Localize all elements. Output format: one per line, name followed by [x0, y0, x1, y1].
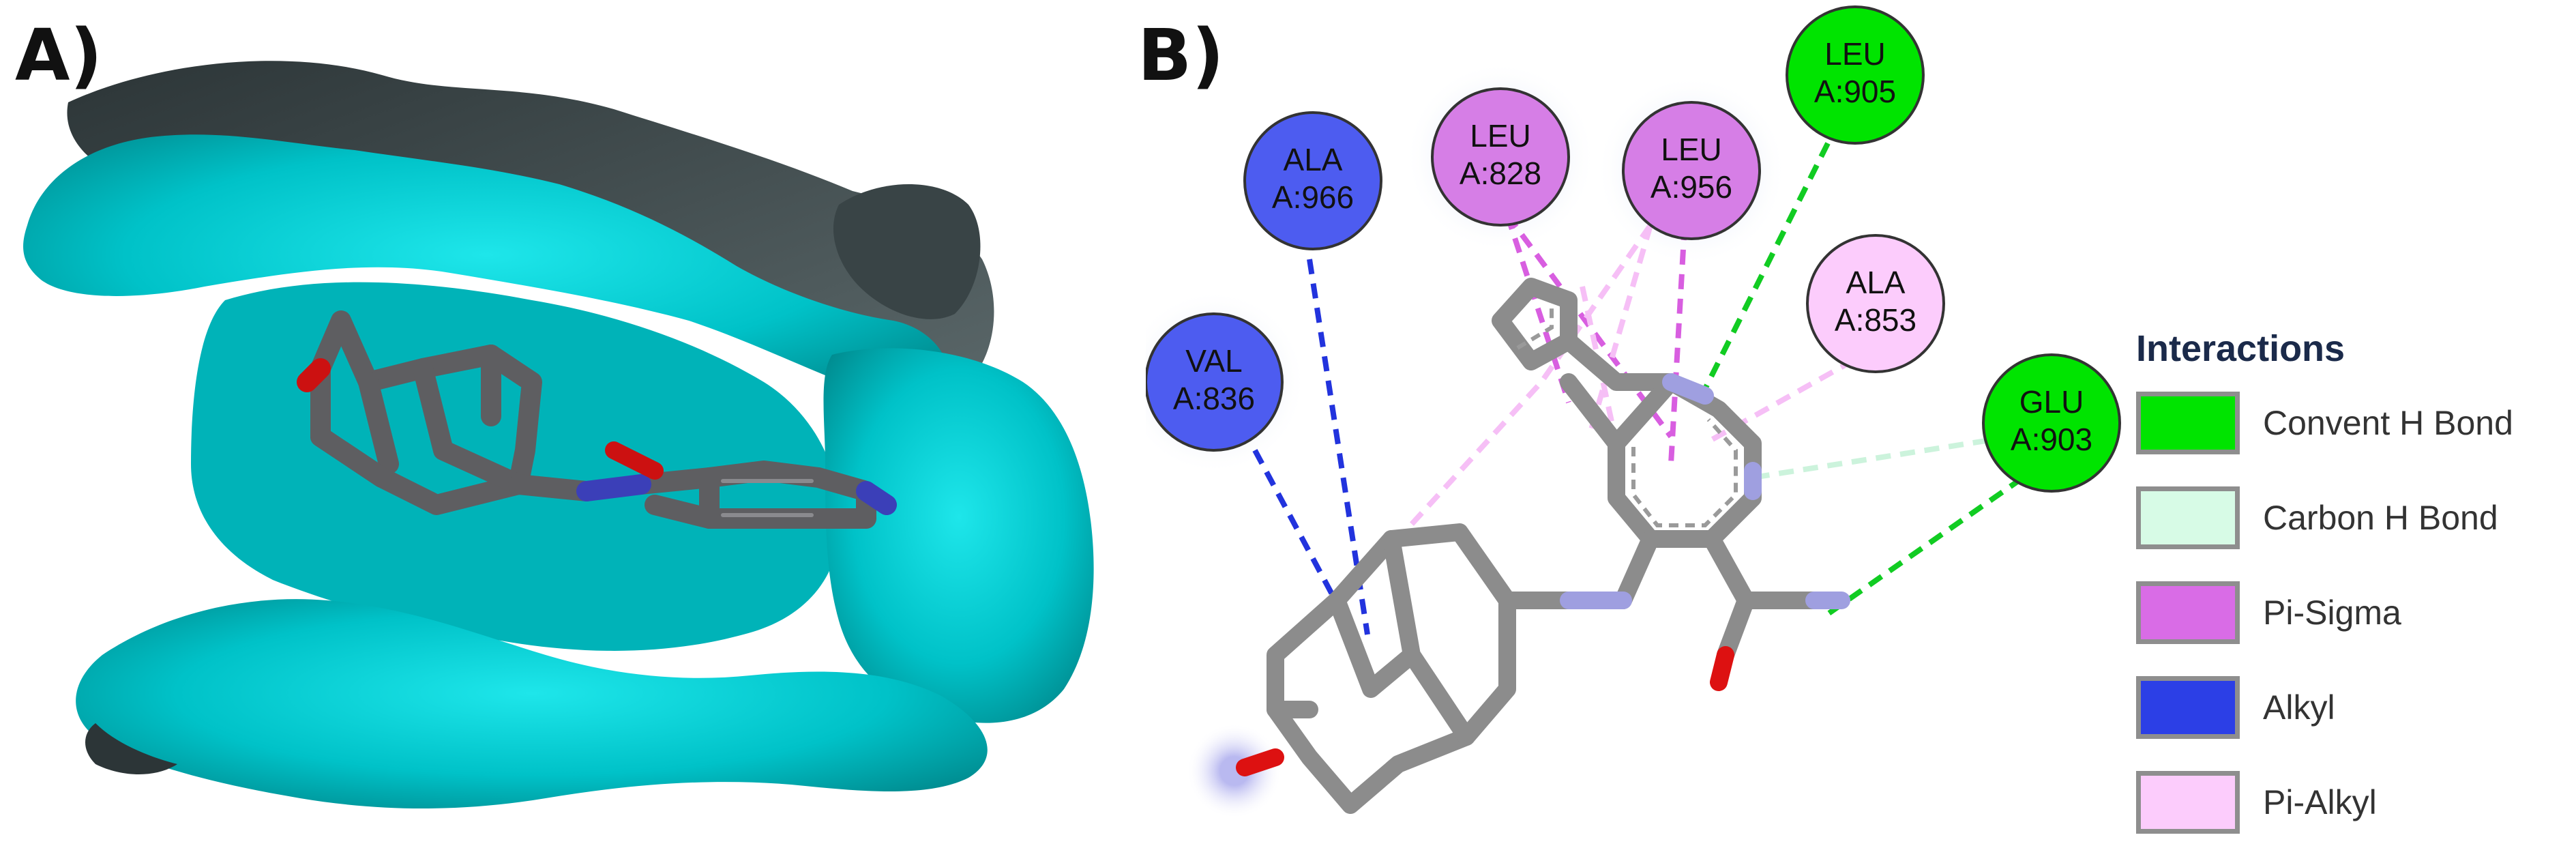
- pisigma-line-leu-956: [1668, 224, 1687, 465]
- residue-id: A:966: [1272, 179, 1354, 215]
- residue-name: ALA: [1284, 142, 1343, 177]
- ligand-o-top: [297, 358, 331, 392]
- ligand-o-mid: [605, 441, 664, 480]
- residue-name: VAL: [1185, 343, 1243, 379]
- legend-swatch: [2136, 676, 2240, 739]
- carbon-hbond-line-glu-903: [1752, 434, 2013, 480]
- panel-b-interaction-diagram: ALA A:966 VAL A:836 LEU A:828 LEU A:956 …: [1146, 5, 2121, 819]
- legend-label: Convent H Bond: [2263, 404, 2513, 442]
- hbond-line-leu-905: [1702, 142, 1831, 390]
- legend-title: Interactions: [2136, 328, 2345, 369]
- pisigma-line-leu-828-a: [1505, 214, 1571, 404]
- residue-id: A:853: [1835, 302, 1916, 338]
- legend-swatch: [2136, 392, 2240, 454]
- residue-leu-956: LEU A:956: [1622, 101, 1761, 240]
- residue-val-836: VAL A:836: [1146, 312, 1284, 452]
- residue-ala-853: ALA A:853: [1806, 234, 1945, 373]
- residue-name: LEU: [1470, 118, 1530, 154]
- ligand-2d: [1267, 278, 1823, 814]
- ligand-n-bond: [576, 474, 651, 501]
- pialkyl-line-1: [1396, 223, 1653, 541]
- legend-label: Alkyl: [2263, 688, 2335, 727]
- legend-swatch: [2136, 771, 2240, 834]
- residue-id: A:836: [1173, 381, 1255, 416]
- residue-name: ALA: [1846, 265, 1906, 300]
- legend-label: Pi-Alkyl: [2263, 783, 2377, 821]
- panel-a-surface-view: [23, 61, 1094, 808]
- residue-id: A:828: [1460, 156, 1541, 191]
- residue-id: A:956: [1650, 169, 1732, 205]
- legend-item-alkyl: Alkyl: [2128, 673, 2564, 742]
- surface-lower-dark-edge: [85, 723, 177, 774]
- surface-dark-bulge: [833, 184, 981, 319]
- residue-leu-905: LEU A:905: [1786, 5, 1925, 145]
- legend-swatch: [2136, 581, 2240, 644]
- legend-label: Pi-Sigma: [2263, 594, 2401, 632]
- surface-right-lobe: [823, 348, 1094, 723]
- residue-name: LEU: [1661, 132, 1721, 167]
- interactions-legend: Interactions Convent H Bond Carbon H Bon…: [2128, 327, 2564, 836]
- legend-item-pi-sigma: Pi-Sigma: [2128, 579, 2564, 647]
- residue-name: GLU: [2019, 384, 2084, 420]
- residue-id: A:903: [2011, 422, 2092, 457]
- legend-item-convent-h-bond: Convent H Bond: [2128, 389, 2564, 457]
- legend-label: Carbon H Bond: [2263, 499, 2498, 537]
- residue-name: LEU: [1824, 36, 1885, 72]
- ligand-3d: [297, 310, 897, 529]
- residue-glu-903: GLU A:903: [1982, 353, 2121, 493]
- surface-lower-lobe: [76, 599, 988, 808]
- hbond-line-glu-903: [1826, 461, 2045, 617]
- pialkyl-line-2: [1586, 224, 1653, 438]
- oxygen-glow: [1187, 723, 1282, 819]
- panel-b-label: B): [1138, 14, 1224, 97]
- surface-upper-lobe: [23, 134, 949, 402]
- residue-ala-966: ALA A:966: [1243, 111, 1382, 250]
- residue-id: A:905: [1814, 74, 1896, 109]
- residue-leu-828: LEU A:828: [1431, 87, 1570, 227]
- ligand-heteroatoms: [1236, 373, 1850, 776]
- legend-item-carbon-h-bond: Carbon H Bond: [2128, 484, 2564, 552]
- ligand-ring-n: [856, 481, 897, 515]
- legend-item-pi-alkyl: Pi-Alkyl: [2128, 768, 2564, 836]
- alkyl-line-ala-966: [1307, 259, 1370, 635]
- legend-swatch: [2136, 486, 2240, 549]
- panel-a-label: A): [15, 14, 103, 97]
